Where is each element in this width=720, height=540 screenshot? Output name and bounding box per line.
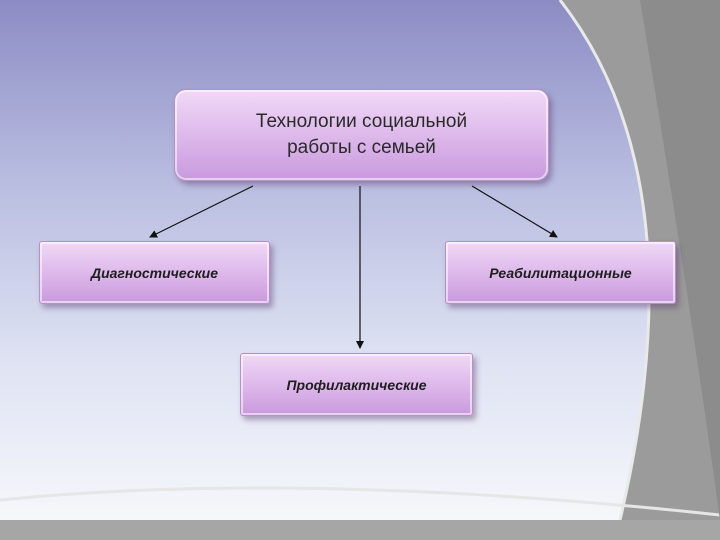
diagnostic-node-label: Диагностические [90, 264, 219, 281]
root-node-line-2: работы с семьей [287, 137, 436, 158]
preventive-node-label: Профилактические [286, 376, 427, 393]
rehabilitation-node-label: Реабилитационные [489, 264, 632, 281]
root-node-label: Технологии социальной работы с семьей [256, 109, 467, 161]
arrow-to-rehabilitation [471, 185, 558, 238]
rehabilitation-node: Реабилитационные [445, 241, 676, 304]
root-node: Технологии социальной работы с семьей [174, 89, 549, 181]
preventive-node: Профилактические [240, 353, 473, 416]
root-node-line-1: Технологии социальной [255, 111, 468, 132]
arrow-to-diagnostic [149, 185, 254, 238]
diagnostic-node: Диагностические [39, 241, 270, 304]
